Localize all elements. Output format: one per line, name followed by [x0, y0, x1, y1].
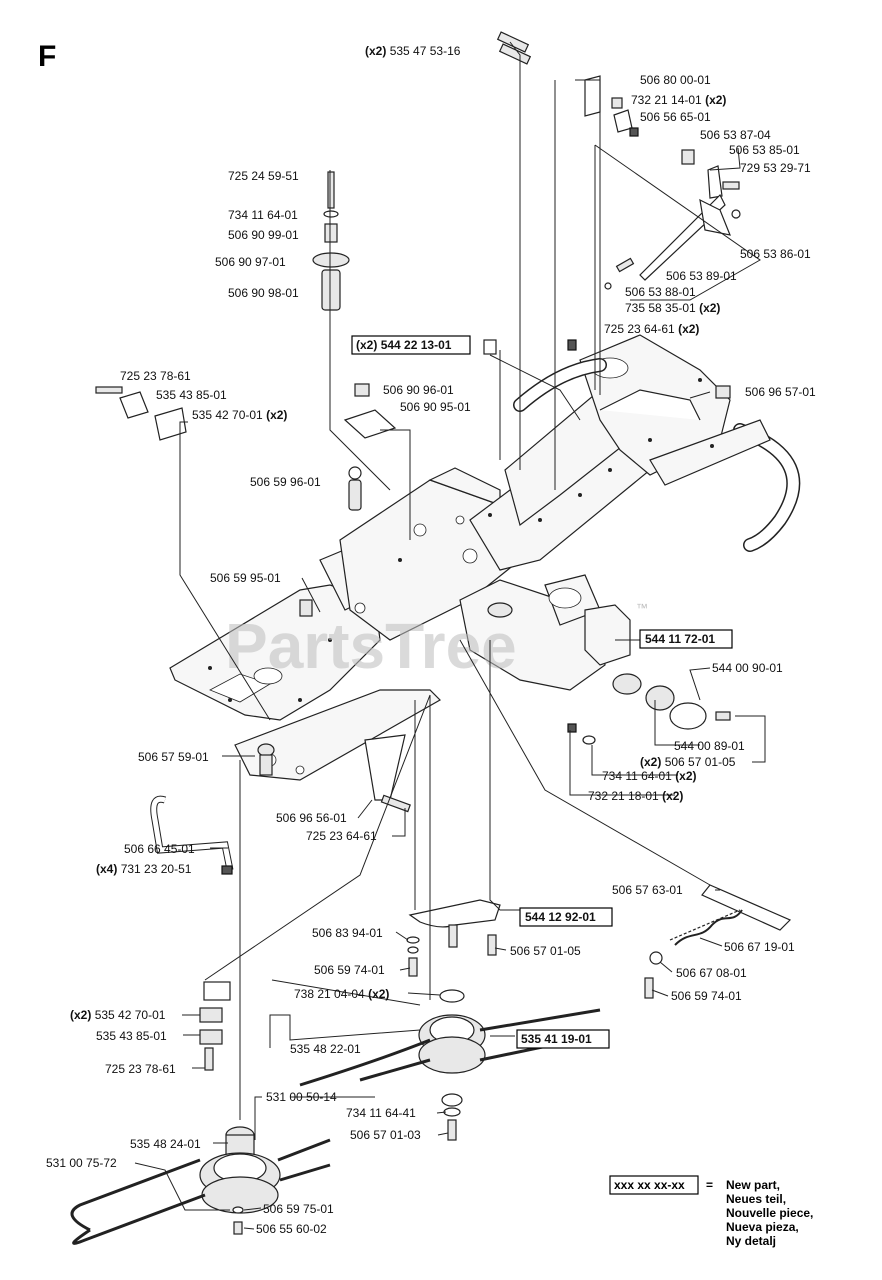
part-label: 506 53 89-01 [666, 269, 737, 283]
part-label: 729 53 29-71 [740, 161, 811, 175]
part-label: 506 55 60-02 [256, 1222, 327, 1236]
part-label: 506 57 01-05 [510, 944, 581, 958]
part-label: 531 00 50-14 [266, 1090, 337, 1104]
part-label: 535 42 70-01 (x2) [192, 408, 287, 422]
part-label: 732 21 18-01 (x2) [588, 789, 683, 803]
part-label: (x2) 506 57 01-05 [640, 755, 736, 769]
part-label: 735 58 35-01 (x2) [625, 301, 720, 315]
legend: xxx xx xx-xx = New part, Neues teil, Nou… [609, 1175, 813, 1248]
part-label: 506 56 65-01 [640, 110, 711, 124]
part-label: 506 90 99-01 [228, 228, 299, 242]
part-label: 506 59 75-01 [263, 1202, 334, 1216]
part-label: 506 90 96-01 [383, 383, 454, 397]
part-label: 506 90 97-01 [215, 255, 286, 269]
part-label: 732 21 14-01 (x2) [631, 93, 726, 107]
part-label: 531 00 75-72 [46, 1156, 117, 1170]
legend-box [609, 1175, 699, 1195]
part-label: 734 11 64-01 [228, 208, 298, 222]
part-label: 506 57 63-01 [612, 883, 683, 897]
part-label: 506 57 59-01 [138, 750, 209, 764]
part-label: 535 48 22-01 [290, 1042, 361, 1056]
part-label: 544 00 89-01 [674, 739, 745, 753]
part-label: 506 59 96-01 [250, 475, 321, 489]
part-label: 506 57 01-03 [350, 1128, 421, 1142]
part-label: 506 59 74-01 [314, 963, 385, 977]
part-label: 725 23 78-61 [120, 369, 191, 383]
part-label: 725 23 64-61 [306, 829, 377, 843]
part-label: (x4) 731 23 20-51 [96, 862, 192, 876]
watermark: PartsTree [225, 610, 517, 682]
legend-eq: = [706, 1178, 713, 1192]
part-label: 734 11 64-01 (x2) [602, 769, 697, 783]
new-part-box [351, 335, 471, 355]
legend-line: Nueva pieza, [726, 1220, 799, 1234]
part-label: 535 43 85-01 [96, 1029, 167, 1043]
part-label: 535 48 24-01 [130, 1137, 201, 1151]
new-part-box [516, 1029, 610, 1049]
part-label: 506 83 94-01 [312, 926, 383, 940]
part-label: 506 66 45-01 [124, 842, 195, 856]
legend-box-text: xxx xx xx-xx [614, 1178, 685, 1192]
part-label: (x2) 535 47 53-16 [365, 44, 461, 58]
leader-lines [134, 41, 766, 1230]
hardware-drawings [70, 31, 792, 1245]
part-label: 725 24 59-51 [228, 169, 299, 183]
part-label: 725 23 64-61 (x2) [604, 322, 699, 336]
part-label: (x2) 544 22 13-01 [356, 338, 452, 352]
part-label: 506 96 56-01 [276, 811, 347, 825]
part-label: 506 67 19-01 [724, 940, 795, 954]
section-letter: F [38, 40, 56, 73]
part-labels: (x2) 535 47 53-16 506 80 00-01 732 21 14… [46, 44, 816, 1236]
part-label: 734 11 64-41 [346, 1106, 416, 1120]
part-label: 506 67 08-01 [676, 966, 747, 980]
new-part-box [639, 629, 733, 649]
part-label: 544 12 92-01 [525, 910, 596, 924]
watermark-tm: ™ [636, 601, 648, 615]
legend-line: Neues teil, [726, 1192, 786, 1206]
part-label: 506 53 86-01 [740, 247, 811, 261]
part-label: 544 11 72-01 [645, 632, 715, 646]
part-label: 506 53 85-01 [729, 143, 800, 157]
legend-line: Ny detalj [726, 1234, 776, 1248]
part-label: 544 00 90-01 [712, 661, 783, 675]
part-label: 506 53 88-01 [625, 285, 696, 299]
part-label: 506 90 98-01 [228, 286, 299, 300]
part-label: 738 21 04-04 (x2) [294, 987, 389, 1001]
part-label: 506 53 87-04 [700, 128, 771, 142]
part-label: 725 23 78-61 [105, 1062, 176, 1076]
new-part-box [519, 907, 613, 927]
part-label: 535 43 85-01 [156, 388, 227, 402]
chassis-frame-drawing [169, 334, 801, 781]
part-label: 506 90 95-01 [400, 400, 471, 414]
part-label: 506 96 57-01 [745, 385, 816, 399]
part-label: 506 59 95-01 [210, 571, 281, 585]
legend-line: New part, [726, 1178, 780, 1192]
part-label: 506 59 74-01 [671, 989, 742, 1003]
part-label: 506 80 00-01 [640, 73, 711, 87]
part-label: 535 41 19-01 [521, 1032, 592, 1046]
legend-line: Nouvelle piece, [726, 1206, 813, 1220]
part-label: (x2) 535 42 70-01 [70, 1008, 166, 1022]
